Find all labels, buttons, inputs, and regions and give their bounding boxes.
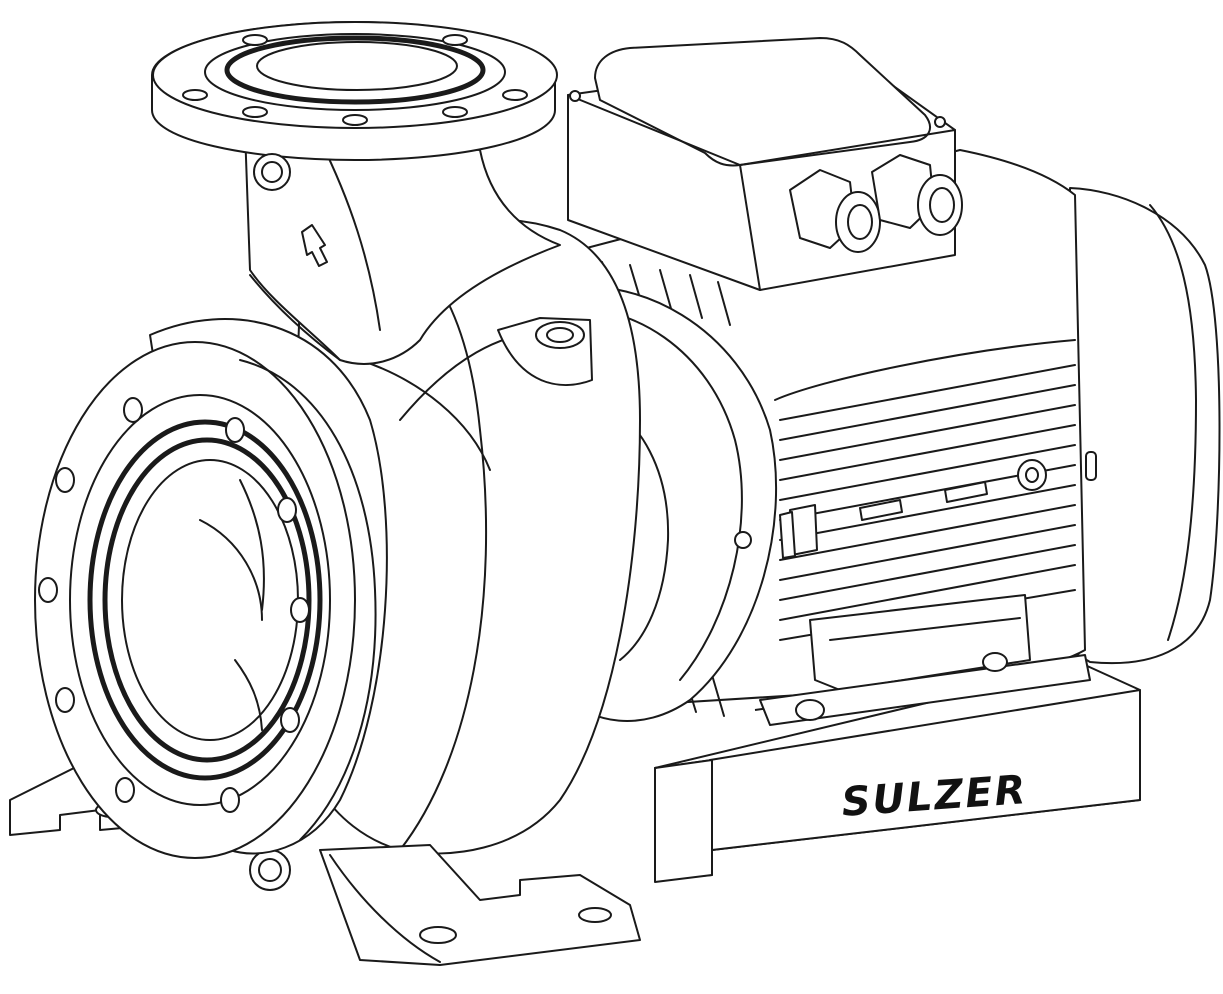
bolt-hole-icon [278,498,296,522]
bolt-hole-icon [281,708,299,732]
terminal-box-lid [595,38,930,166]
flow-direction-arrow-icon [302,225,327,266]
vent-plug-icon [254,154,290,190]
cable-gland-left [790,170,880,252]
side-slot [1086,452,1096,480]
terminal-box [568,38,962,290]
base-frame [655,653,1140,882]
bolt-hole-icon [221,788,239,812]
base-bolt-icon [983,653,1007,671]
bolt-hole-icon [226,418,244,442]
cable-gland-right [872,155,962,235]
bolt-hole-icon [56,688,74,712]
casing-plug-top [498,318,592,385]
bolt-hole-icon [291,598,309,622]
bolt-hole-icon [124,398,142,422]
discharge-neck [245,130,560,364]
bolt-hole-icon [116,778,134,802]
base-bolt-icon [796,700,824,720]
bolt-hole-icon [56,468,74,492]
bracket-screw-icon [735,532,751,548]
drain-plug-icon [250,850,290,890]
discharge-nozzle [152,22,560,364]
bolt-hole-icon [39,578,57,602]
suction-flange [35,319,387,858]
fan-cover [1070,188,1220,663]
drain-plug [250,850,290,890]
